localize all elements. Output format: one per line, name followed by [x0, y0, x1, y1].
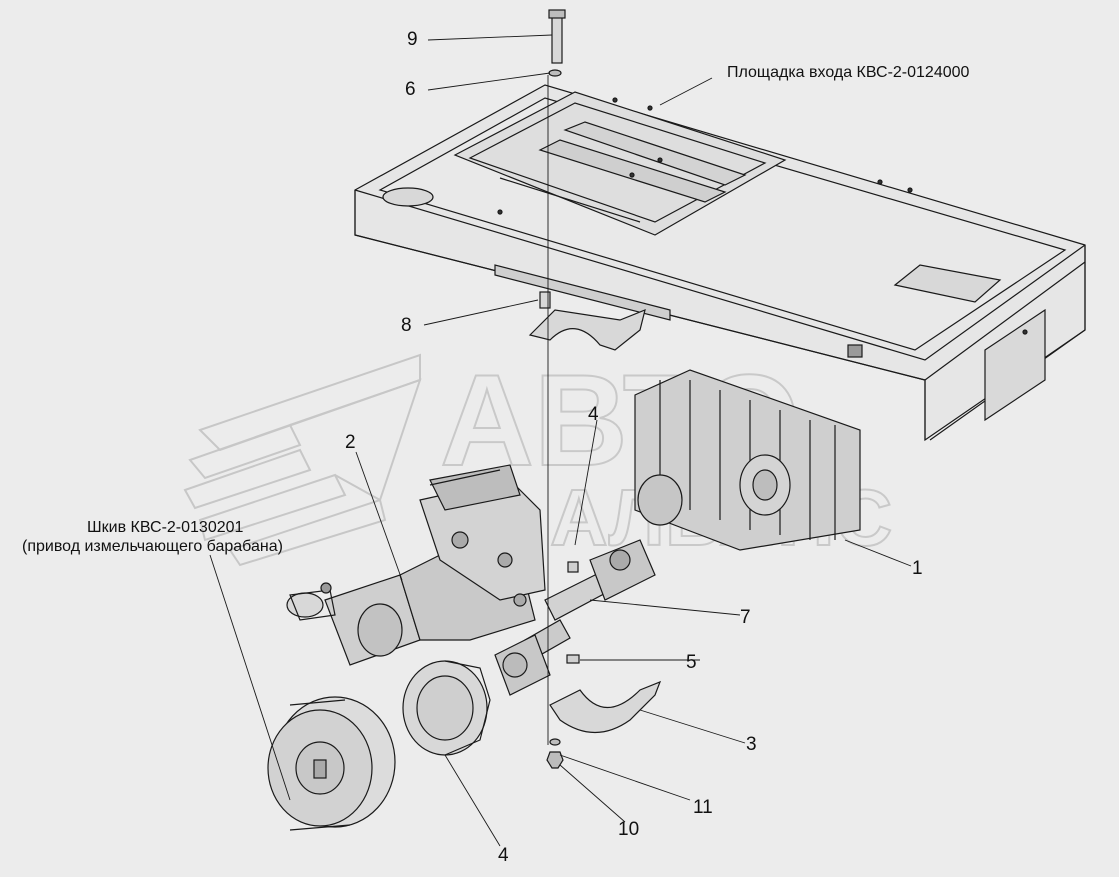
leader-lines: [209, 34, 912, 847]
entry-platform: [354, 84, 1086, 442]
platform-caption: Площадка входа КВС-2-0124000: [727, 64, 970, 81]
callout-6: 6: [405, 79, 416, 100]
callout-8: 8: [401, 315, 412, 336]
callout-3: 3: [746, 734, 757, 755]
pulley-caption-line2: (привод измельчающего барабана): [22, 538, 283, 555]
callout-11: 11: [693, 797, 713, 818]
drive-pulley-hub: [402, 660, 491, 756]
chopper-pulley: [267, 696, 396, 831]
callout-4-bottom: 4: [498, 845, 509, 866]
callout-7: 7: [740, 607, 751, 628]
hydraulic-pump: [286, 464, 546, 666]
hydraulic-tank: [634, 369, 861, 551]
callout-4-top: 4: [588, 404, 599, 425]
clamp-bracket-upper: [528, 309, 646, 351]
callout-10: 10: [618, 819, 640, 840]
callout-9: 9: [407, 29, 418, 50]
watermark-logo: [183, 353, 422, 567]
callout-5: 5: [686, 652, 697, 673]
bolts-and-fasteners: [539, 9, 580, 769]
pulley-caption-line1: Шкив КВС-2-0130201: [87, 519, 244, 536]
callout-1: 1: [912, 558, 923, 579]
clamp-bracket-lower: [549, 680, 662, 733]
callout-2: 2: [345, 432, 356, 453]
